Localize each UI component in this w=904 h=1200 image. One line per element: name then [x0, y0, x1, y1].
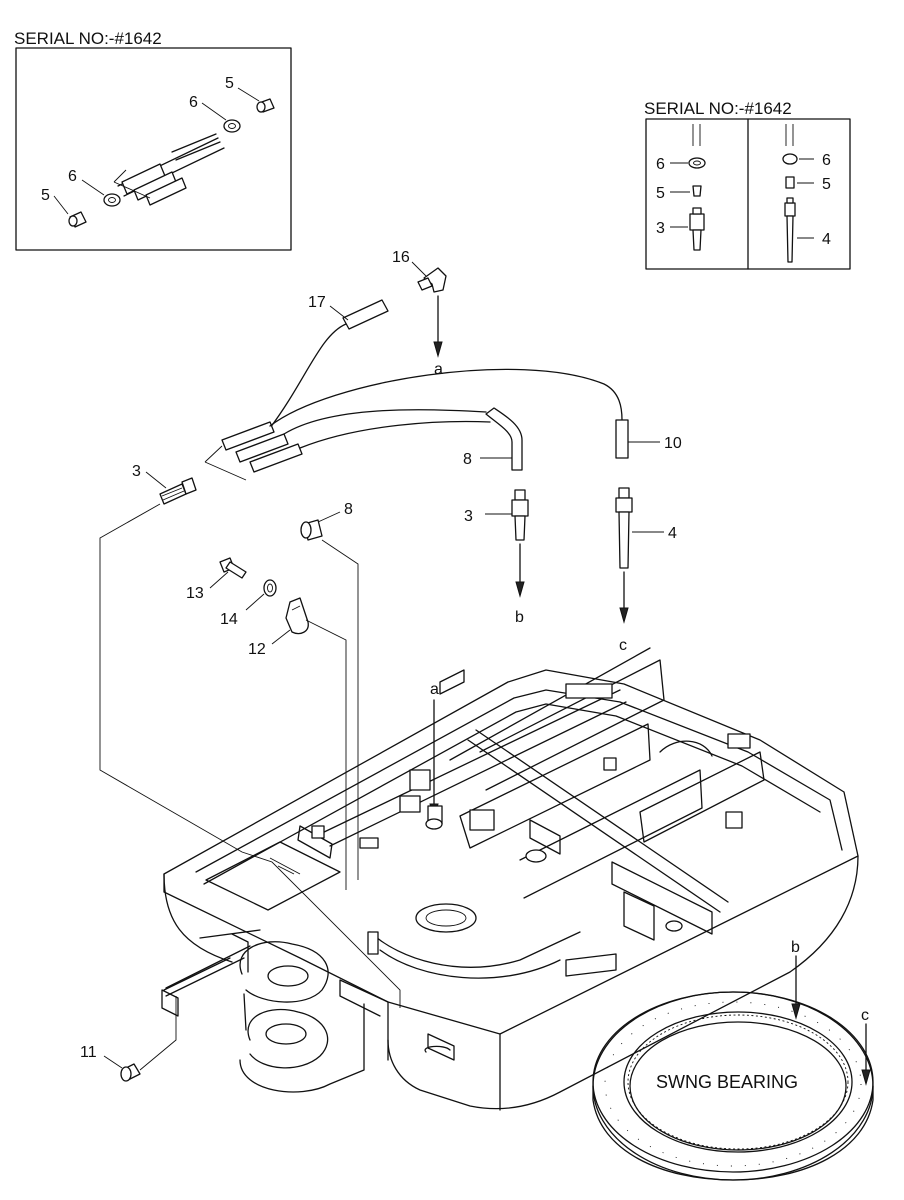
inset-left-nut-6-top [223, 119, 241, 133]
inset-right-label-5-a: 5 [656, 185, 665, 202]
inset-left-frame [15, 47, 292, 251]
callout-c-arrow: c [619, 637, 627, 654]
inset-left-label-5-left: 5 [41, 187, 50, 204]
inset-left-header: SERIAL NO:-#1642 [14, 29, 162, 48]
inset-left-label-6-top: 6 [189, 94, 198, 111]
fitting-3-left [159, 477, 197, 505]
callout-12: 12 [248, 641, 266, 658]
callout-8-hose: 8 [463, 451, 472, 468]
hose-bundle [204, 368, 623, 481]
inset-right-label-4-b: 4 [822, 231, 831, 248]
callout-8-grommet: 8 [344, 501, 353, 518]
callout-10: 10 [664, 435, 682, 452]
stud-4 [615, 487, 664, 624]
inset-right-label-6-a: 6 [656, 156, 665, 173]
inset-left-nut-6-left [103, 193, 121, 207]
callout-a-frame: a [430, 681, 439, 698]
bolt-13 [209, 557, 247, 589]
inset-right-header: SERIAL NO:-#1642 [644, 99, 792, 118]
inset-left-hose-bundle [113, 133, 225, 206]
inset-left-label-6-left: 6 [68, 168, 77, 185]
inset-right-label-5-b: 5 [822, 176, 831, 193]
callout-4-stud: 4 [668, 525, 677, 542]
inset-right: SERIAL NO:-#1642 6 5 3 6 5 4 [644, 99, 851, 270]
callout-c-bearing: c [861, 1007, 869, 1024]
callout-14: 14 [220, 611, 238, 628]
grommet-8 [300, 511, 341, 541]
inset-left: SERIAL NO:-#1642 [14, 29, 292, 251]
inset-right-label-3-a: 3 [656, 220, 665, 237]
washer-14 [245, 579, 277, 611]
pin-11 [103, 996, 177, 1082]
callout-3-hose: 3 [132, 463, 141, 480]
routing-line-3 [99, 503, 401, 1008]
callout-b-bearing: b [791, 939, 800, 956]
hose-10 [615, 419, 629, 459]
elbow-fitting-16 [411, 261, 447, 293]
routing-line-8 [321, 539, 359, 880]
callout-3-stud: 3 [464, 508, 473, 525]
swing-bearing-label: SWNG BEARING [656, 1072, 798, 1092]
callout-b-arrow: b [515, 609, 524, 626]
inset-left-cap-5-left [68, 211, 87, 228]
callout-16: 16 [392, 249, 410, 266]
callout-17: 17 [308, 294, 326, 311]
inset-right-col-b [782, 124, 798, 263]
hose-17 [342, 299, 389, 330]
routing-line-12 [305, 619, 347, 890]
upper-frame [161, 647, 859, 1111]
clamp-12 [271, 597, 309, 645]
callout-11: 11 [80, 1044, 97, 1061]
stud-3 [485, 489, 529, 598]
inset-right-col-a [688, 124, 706, 251]
callout-a-top: a [434, 361, 443, 378]
inset-left-cap-5-top [256, 98, 275, 113]
swing-bearing [592, 991, 874, 1181]
callout-13: 13 [186, 585, 204, 602]
hose-assembly: 16 a 17 8 10 [132, 249, 682, 505]
inset-left-label-5-top: 5 [225, 75, 234, 92]
inset-right-label-6-b: 6 [822, 152, 831, 169]
hose-8 [485, 407, 523, 471]
